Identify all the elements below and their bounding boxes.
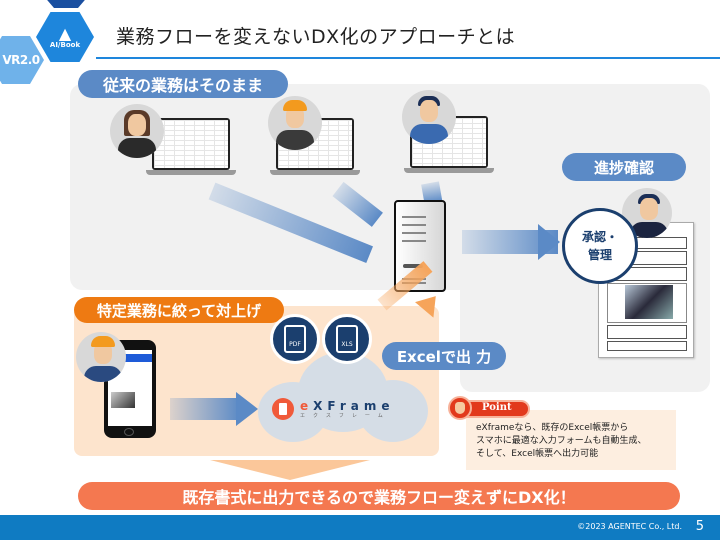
traditional-workflow-label: 従来の業務はそのまま [78,70,288,98]
arrowhead-icon [236,392,258,426]
conclusion-banner: 既存書式に出力できるので業務フロー変えずにDX化！ [78,482,680,510]
header-hex-decoration [42,0,90,8]
point-callout: eXframeなら、既存のExcel帳票から スマホに最適な入力フォームも自動生… [466,410,676,470]
spreadsheet-screen [154,120,228,168]
exframe-name: XFrame [313,399,395,413]
title-divider [96,57,720,59]
phone-photo [111,392,135,408]
excel-output-label: Excelで出 力 [382,342,506,370]
avatar-office-worker [110,104,164,158]
exframe-logo: eXFrame エクスフレーム [272,398,394,420]
avatar-technician [402,90,456,144]
page-title: 業務フローを変えないDX化のアプローチとは [116,26,516,48]
point-line: スマホに最適な入力フォームも自動生成、 [476,436,647,447]
pdf-file-icon: PDF [270,314,320,364]
copyright-text: ©2023 AGENTEC Co., Ltd. [577,522,682,531]
xls-label: XLS [336,325,358,353]
approval-label: 承認・ [581,230,618,244]
laptop-1 [146,118,236,180]
page-number: 5 [695,519,704,534]
avatar-construction-worker [268,96,322,150]
logo-text: AI/Book [49,40,81,49]
brand-logo: ▲ AI/Book [36,12,94,62]
footer-bar: ©2023 AGENTEC Co., Ltd. 5 [0,515,720,540]
down-arrow-icon [210,460,370,480]
management-label: 管理 [587,248,612,262]
xls-file-icon: XLS [322,314,372,364]
pointing-hand-icon [448,396,472,420]
point-line: そして、Excel帳票へ出力可能 [476,449,599,460]
point-line: eXframeなら、既存のExcel帳票から [476,423,629,433]
avatar-field-worker [76,332,126,382]
cloud-icon [258,352,428,442]
hard-hat-icon [283,100,307,111]
version-badge: VR2.0 [0,36,44,84]
phone-to-exframe-arrow [170,398,240,420]
hard-hat-icon [91,336,115,347]
exframe-mark-icon [272,398,294,420]
pdf-label: PDF [284,325,306,353]
report-photo [625,285,673,319]
exframe-kana: エクスフレーム [300,413,391,419]
specific-tasks-label: 特定業務に絞って対上げ [74,297,284,323]
progress-check-label: 進捗確認 [562,153,686,181]
approval-management-badge: 承認・ 管理 [562,208,638,284]
arrowhead-icon [538,224,560,260]
exframe-name-e: e [300,399,314,413]
logo-icon: ▲ AI/Book [49,23,81,49]
version-label: VR2.0 [2,53,40,67]
point-badge-label: Point [482,402,512,413]
